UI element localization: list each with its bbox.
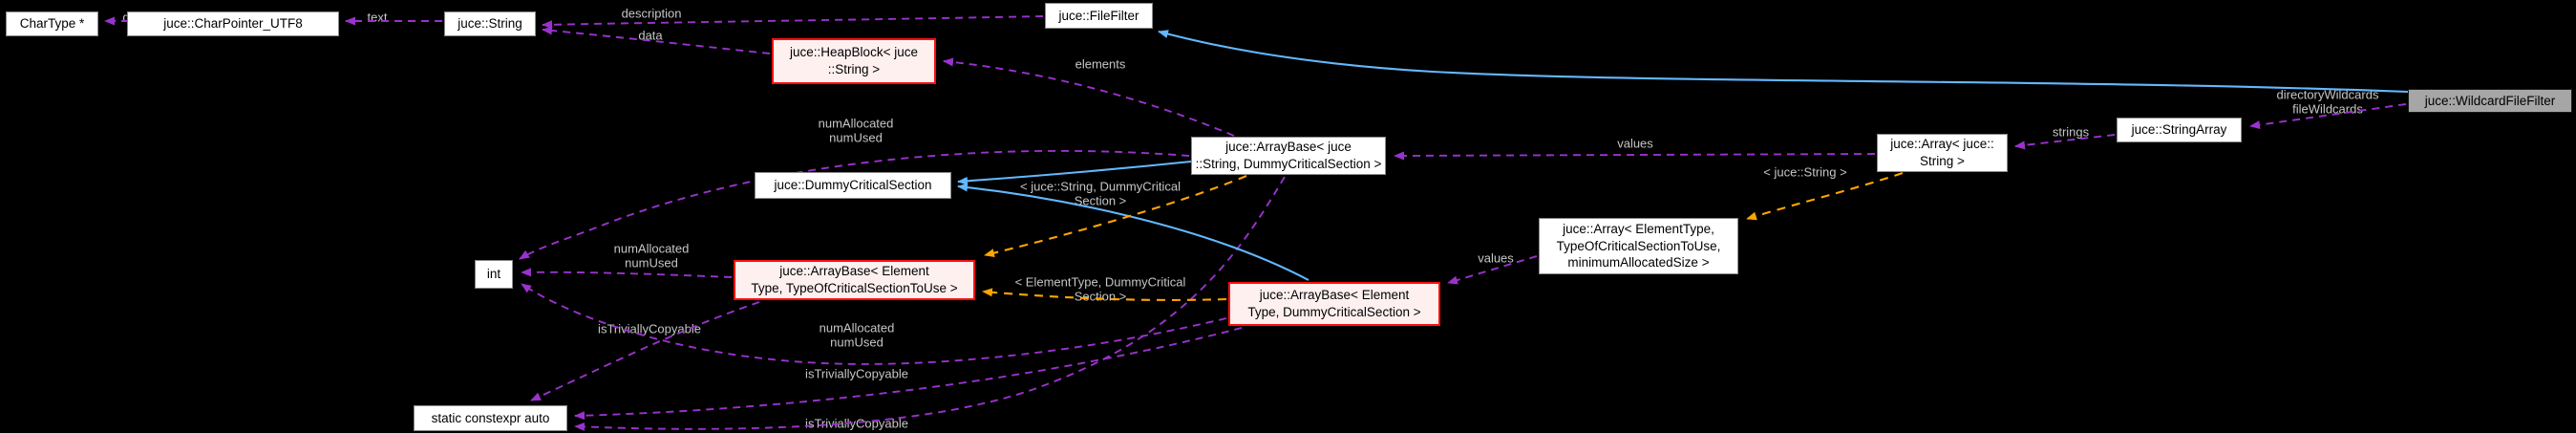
class-node-arraybase-string-dcs[interactable]: juce::ArrayBase< juce ::String, DummyCri… xyxy=(1191,137,1386,175)
class-node-wildcardfilefilter[interactable]: juce::WildcardFileFilter xyxy=(2408,89,2572,113)
class-node-dummycriticalsection[interactable]: juce::DummyCriticalSection xyxy=(755,172,951,199)
class-node-charpointer-utf8[interactable]: juce::CharPointer_UTF8 xyxy=(127,11,339,36)
class-node-arraybase-et-dcs[interactable]: juce::ArrayBase< Element Type, DummyCrit… xyxy=(1228,282,1440,326)
class-node-arraybase-et-tocs[interactable]: juce::ArrayBase< Element Type, TypeOfCri… xyxy=(734,260,975,300)
class-node-array-et-tocs-mas[interactable]: juce::Array< ElementType, TypeOfCritical… xyxy=(1539,218,1738,274)
class-node-int[interactable]: int xyxy=(475,260,513,289)
class-node-heapblock-string[interactable]: juce::HeapBlock< juce ::String > xyxy=(772,38,936,84)
class-node-chartype[interactable]: CharType * xyxy=(6,11,98,36)
class-node-static-constexpr-auto[interactable]: static constexpr auto xyxy=(414,405,567,431)
class-node-stringarray[interactable]: juce::StringArray xyxy=(2117,118,2242,142)
class-node-filefilter[interactable]: juce::FileFilter xyxy=(1045,3,1153,29)
class-node-array-string[interactable]: juce::Array< juce:: String > xyxy=(1877,134,2008,172)
class-node-string[interactable]: juce::String xyxy=(444,11,536,36)
